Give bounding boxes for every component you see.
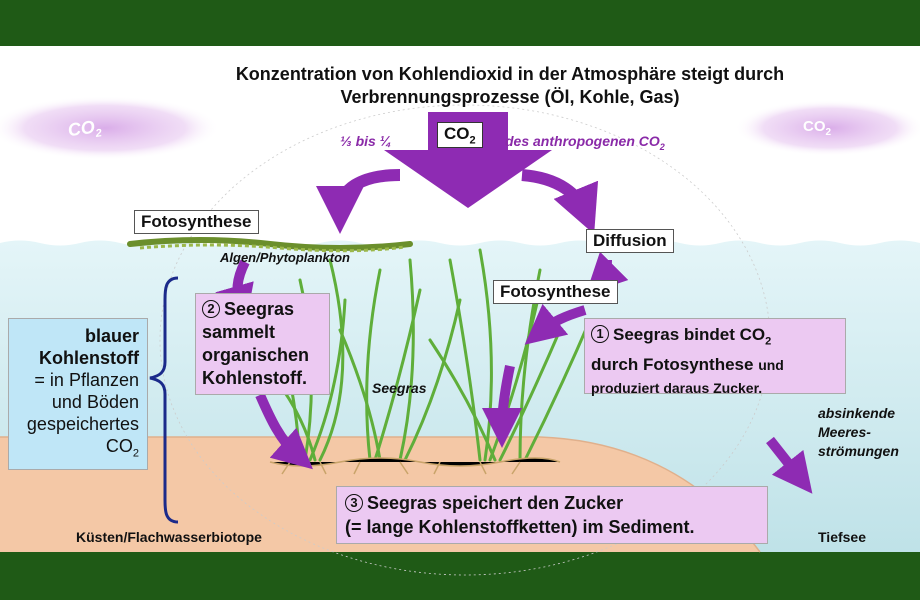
label-currents: absinkende Meeres- strömungen [818, 405, 899, 459]
label-fotosynthese-top: Fotosynthese [134, 210, 259, 234]
blue-carbon-box: blauer Kohlenstoff = in Pflanzen und Böd… [8, 318, 148, 470]
label-algen: Algen/Phytoplankton [220, 250, 350, 265]
co2-down-arrow [384, 112, 552, 208]
arrow-diffusion-down [585, 251, 629, 295]
arrow-step2-down [255, 393, 313, 470]
arrow-deep-sea [766, 436, 813, 494]
cloud-left-text: CO2 [66, 116, 103, 141]
arrow-step1-down [482, 364, 523, 448]
blue-carbon-line-6: CO2 [105, 436, 139, 460]
algae-mat [127, 237, 413, 253]
blue-carbon-line-4: und Böden [51, 392, 139, 412]
curly-brace [149, 276, 179, 524]
label-tiefsee: Tiefsee [818, 529, 866, 545]
co2-arrow-label: CO2 [437, 122, 483, 149]
label-kuesten: Küsten/Flachwasserbiotope [76, 529, 262, 545]
arrow-to-step1 [524, 303, 587, 345]
blue-carbon-line-3: = in Pflanzen [34, 370, 139, 390]
label-seegras: Seegras [372, 380, 427, 396]
top-frame-band [0, 0, 920, 46]
arrow-to-fotosynthese [316, 169, 401, 234]
label-fotosynthese-mid: Fotosynthese [493, 280, 618, 304]
fraction-left: ⅓ bis ¼ [340, 133, 392, 149]
blue-carbon-title-2: Kohlenstoff [39, 348, 139, 368]
blue-carbon-line-5: gespeichertes [26, 414, 139, 434]
co2-cloud-right [735, 100, 920, 156]
bottom-frame-band [0, 552, 920, 600]
arrow-to-diffusion [521, 169, 599, 235]
blue-carbon-title-1: blauer [84, 326, 139, 346]
step-3-number: 3 [345, 494, 363, 512]
title-line-1: Konzentration von Kohlendioxid in der At… [235, 64, 785, 84]
step-1-number: 1 [591, 325, 609, 343]
label-diffusion: Diffusion [586, 229, 674, 253]
cloud-right-text: CO2 [803, 118, 832, 138]
co2-cloud-left [0, 96, 220, 160]
fraction-right: des anthropogenen CO2 [505, 133, 665, 152]
step-2-number: 2 [202, 300, 220, 318]
title-line-2: Verbrennungsprozesse (Öl, Kohle, Gas) [340, 87, 680, 107]
